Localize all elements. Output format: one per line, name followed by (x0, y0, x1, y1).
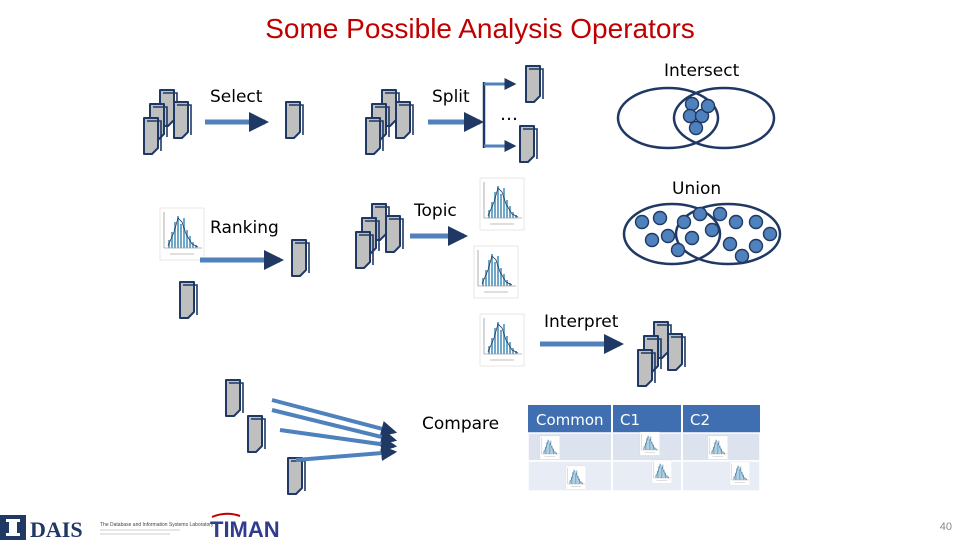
interpret-label: Interpret (544, 312, 619, 332)
dais-logo: DAIS The Database and Information System… (30, 517, 214, 542)
select-output-doc-icon (285, 101, 304, 139)
split-input-docs-icon (366, 90, 413, 154)
page-number: 40 (940, 521, 952, 533)
compare-label: Compare (422, 414, 499, 434)
compare-doc-2-icon (247, 415, 266, 453)
ranking-histogram-icon (159, 207, 205, 261)
split-label: Split (432, 87, 470, 107)
slide-title: Some Possible Analysis Operators (265, 13, 695, 44)
compare-table-header-row (528, 405, 760, 433)
svg-text:DAIS: DAIS (30, 517, 83, 540)
compare-table-header-c1: C1 (620, 411, 640, 429)
compare-cell-histogram-icon (651, 459, 673, 484)
compare-cell-histogram-icon (729, 461, 751, 486)
ranking-output-doc-bottom-icon (179, 281, 198, 319)
compare-cell-histogram-icon (639, 431, 661, 456)
compare-cell-histogram-icon (707, 435, 729, 460)
interpret-output-docs-icon (638, 322, 685, 386)
select-label: Select (210, 87, 263, 107)
svg-text:The Database and Information S: The Database and Information Systems Lab… (100, 522, 214, 528)
topic-output-histogram-bottom-icon (473, 245, 519, 299)
ranking-output-doc-top-icon (291, 239, 310, 277)
compare-cell-histogram-icon (539, 435, 561, 460)
intersect-venn-icon (616, 86, 776, 150)
compare-cell-histogram-icon (565, 465, 587, 490)
topic-output-histogram-top-icon (479, 177, 525, 231)
split-output-doc-bottom-icon (519, 125, 538, 163)
compare-doc-1-icon (225, 379, 244, 417)
select-input-docs-icon (144, 90, 191, 154)
compare-table-header-common: Common (536, 411, 604, 429)
compare-doc-3-icon (287, 457, 306, 495)
split-output-doc-top-icon (525, 65, 544, 103)
union-venn-icon (622, 202, 782, 266)
svg-text:TIMAN: TIMAN (210, 517, 280, 540)
split-ellipsis: … (500, 104, 518, 125)
intersect-label: Intersect (664, 61, 740, 81)
compare-arrows (271, 398, 398, 462)
compare-table-header-c2: C2 (690, 411, 710, 429)
topic-label: Topic (413, 201, 457, 221)
ranking-label: Ranking (210, 218, 279, 238)
interpret-histogram-icon (479, 313, 525, 367)
union-label: Union (672, 179, 721, 199)
topic-input-docs-icon (356, 204, 403, 268)
timan-logo: TIMAN (210, 512, 280, 542)
compare-table: Common C1 C2 (527, 405, 761, 492)
university-logo (0, 515, 26, 540)
